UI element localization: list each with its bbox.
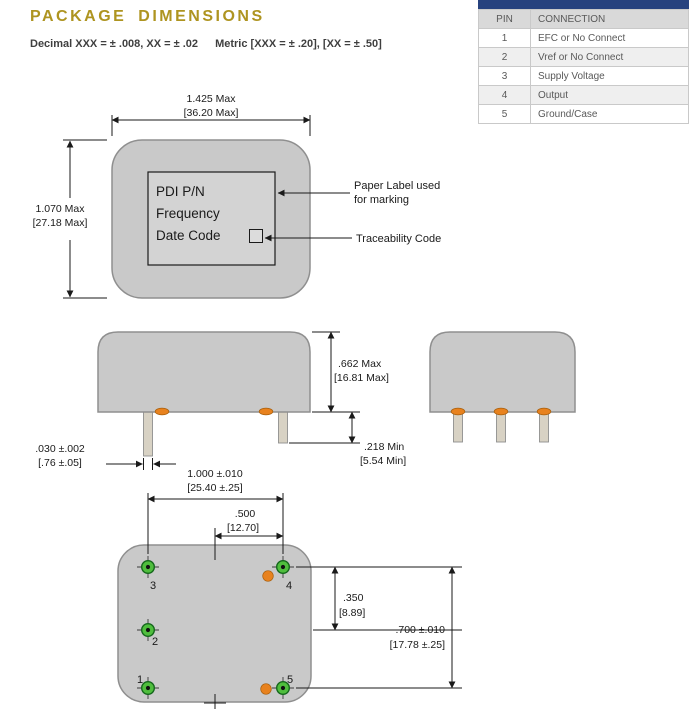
pin-number-cell: 4 [478, 85, 531, 105]
lead-pin [278, 411, 288, 444]
end-view-body [429, 331, 576, 413]
tolerance-decimal: Decimal XXX = ± .008, XX = ± .02 [30, 38, 199, 50]
case-pin-dot [260, 683, 272, 695]
row-span-dimension: .700 ±.010 [17.78 ±.25] [296, 566, 462, 689]
pin-number-cell: 5 [478, 104, 531, 124]
lead-pin [143, 411, 153, 457]
pin-3-number: 3 [150, 580, 156, 592]
pin-4-pad [272, 556, 294, 578]
pin-connection-table: PIN CONNECTION 1 EFC or No Connect 2 Vre… [478, 0, 689, 124]
paper-label-callout: Paper Label used for marking [277, 180, 440, 206]
pin-5-pad [272, 677, 294, 699]
traceability-callout: Traceability Code [264, 233, 441, 245]
end-view [429, 331, 576, 443]
pin-5-number: 5 [287, 674, 293, 686]
front-view-body [97, 331, 311, 413]
pin-table-row: 5 Ground/Case [478, 104, 689, 124]
pin-2-pad [137, 619, 159, 641]
pin-seat [258, 407, 274, 416]
lead-pin [453, 411, 463, 443]
bottom-view: 3 4 2 1 5 [117, 544, 312, 703]
lead-pin [539, 411, 549, 443]
paper-label-note-2: for marking [354, 194, 409, 206]
pin-table-header-row: PIN CONNECTION [478, 9, 689, 29]
pin-4-number: 4 [286, 580, 292, 592]
section-header-bar [478, 0, 689, 9]
traceability-note: Traceability Code [356, 233, 441, 245]
dim-top-width-mm: [36.20 Max] [184, 107, 239, 119]
pin-seat [154, 407, 170, 416]
pin-1-pad [137, 677, 159, 699]
tolerance-note: Decimal XXX = ± .008, XX = ± .02 Metric … [30, 38, 382, 50]
top-view-height-dimension: 1.070 Max [27.18 Max] [33, 139, 107, 299]
center-mark [204, 694, 226, 709]
dim-half-span-mm: [12.70] [227, 522, 259, 534]
pin-seat [450, 407, 466, 416]
dim-lead-length-in: .218 Min [364, 441, 404, 453]
dim-half-span-in: .500 [235, 508, 256, 520]
lead-length-dimension: .218 Min [5.54 Min] [289, 411, 406, 467]
dim-pin-span-in: 1.000 ±.010 [187, 468, 243, 480]
lead-width-dimension: .030 ±.002 [.76 ±.05] [35, 443, 176, 470]
dim-row-offset-mm: [8.89] [339, 607, 365, 619]
pin-table-row: 1 EFC or No Connect [478, 28, 689, 48]
dim-lead-width-in: .030 ±.002 [35, 443, 85, 455]
dim-body-height-in: .662 Max [338, 358, 382, 370]
connection-column-header: CONNECTION [530, 9, 689, 29]
row-offset-dimension: .350 [8.89] [296, 566, 462, 631]
marking-line-2: Frequency [156, 206, 220, 221]
pin-table-row: 4 Output [478, 85, 689, 105]
marking-line-1: PDI P/N [156, 184, 205, 199]
dim-top-width-in: 1.425 Max [186, 93, 236, 105]
pin-number-cell: 3 [478, 66, 531, 86]
marking-label-box [147, 171, 276, 266]
dim-top-height-mm: [27.18 Max] [33, 217, 88, 229]
pin-2-number: 2 [152, 636, 158, 648]
page-title: PACKAGE DIMENSIONS [30, 8, 265, 25]
pin-column-header: PIN [478, 9, 531, 29]
dim-row-offset-in: .350 [343, 592, 364, 604]
top-view-width-dimension: 1.425 Max [36.20 Max] [111, 93, 311, 136]
dim-body-height-mm: [16.81 Max] [334, 372, 389, 384]
paper-label-note-1: Paper Label used [354, 180, 440, 192]
pin-number-cell: 1 [478, 28, 531, 48]
dim-row-span-mm: [17.78 ±.25] [390, 639, 445, 651]
pin-number-cell: 2 [478, 47, 531, 67]
body-height-dimension: .662 Max [16.81 Max] [312, 331, 389, 413]
pin-span-dimension: 1.000 ±.010 [25.40 ±.25] [147, 468, 284, 554]
connection-cell: Vref or No Connect [530, 47, 689, 67]
dim-pin-span-mm: [25.40 ±.25] [187, 482, 242, 494]
pin-1-number: 1 [137, 674, 143, 686]
dim-row-span-in: .700 ±.010 [395, 624, 445, 636]
pin-table-row: 3 Supply Voltage [478, 66, 689, 86]
tolerance-metric: Metric [XXX = ± .20], [XX = ± .50] [215, 38, 382, 50]
connection-cell: Supply Voltage [530, 66, 689, 86]
case-pin-dot [262, 570, 274, 582]
pin-table-row: 2 Vref or No Connect [478, 47, 689, 67]
dim-lead-width-mm: [.76 ±.05] [38, 457, 82, 469]
connection-cell: Ground/Case [530, 104, 689, 124]
marking-line-3: Date Code [156, 228, 221, 243]
top-view: PDI P/N Frequency Date Code [111, 139, 311, 299]
lead-pin [496, 411, 506, 443]
front-view [97, 331, 311, 457]
half-span-dimension: .500 [12.70] [214, 508, 284, 560]
pin-seat [536, 407, 552, 416]
dim-top-height-in: 1.070 Max [35, 203, 85, 215]
traceability-code-square [249, 229, 263, 243]
connection-cell: EFC or No Connect [530, 28, 689, 48]
pin-3-pad [137, 556, 159, 578]
dim-lead-length-mm: [5.54 Min] [360, 455, 406, 467]
connection-cell: Output [530, 85, 689, 105]
pin-seat [493, 407, 509, 416]
